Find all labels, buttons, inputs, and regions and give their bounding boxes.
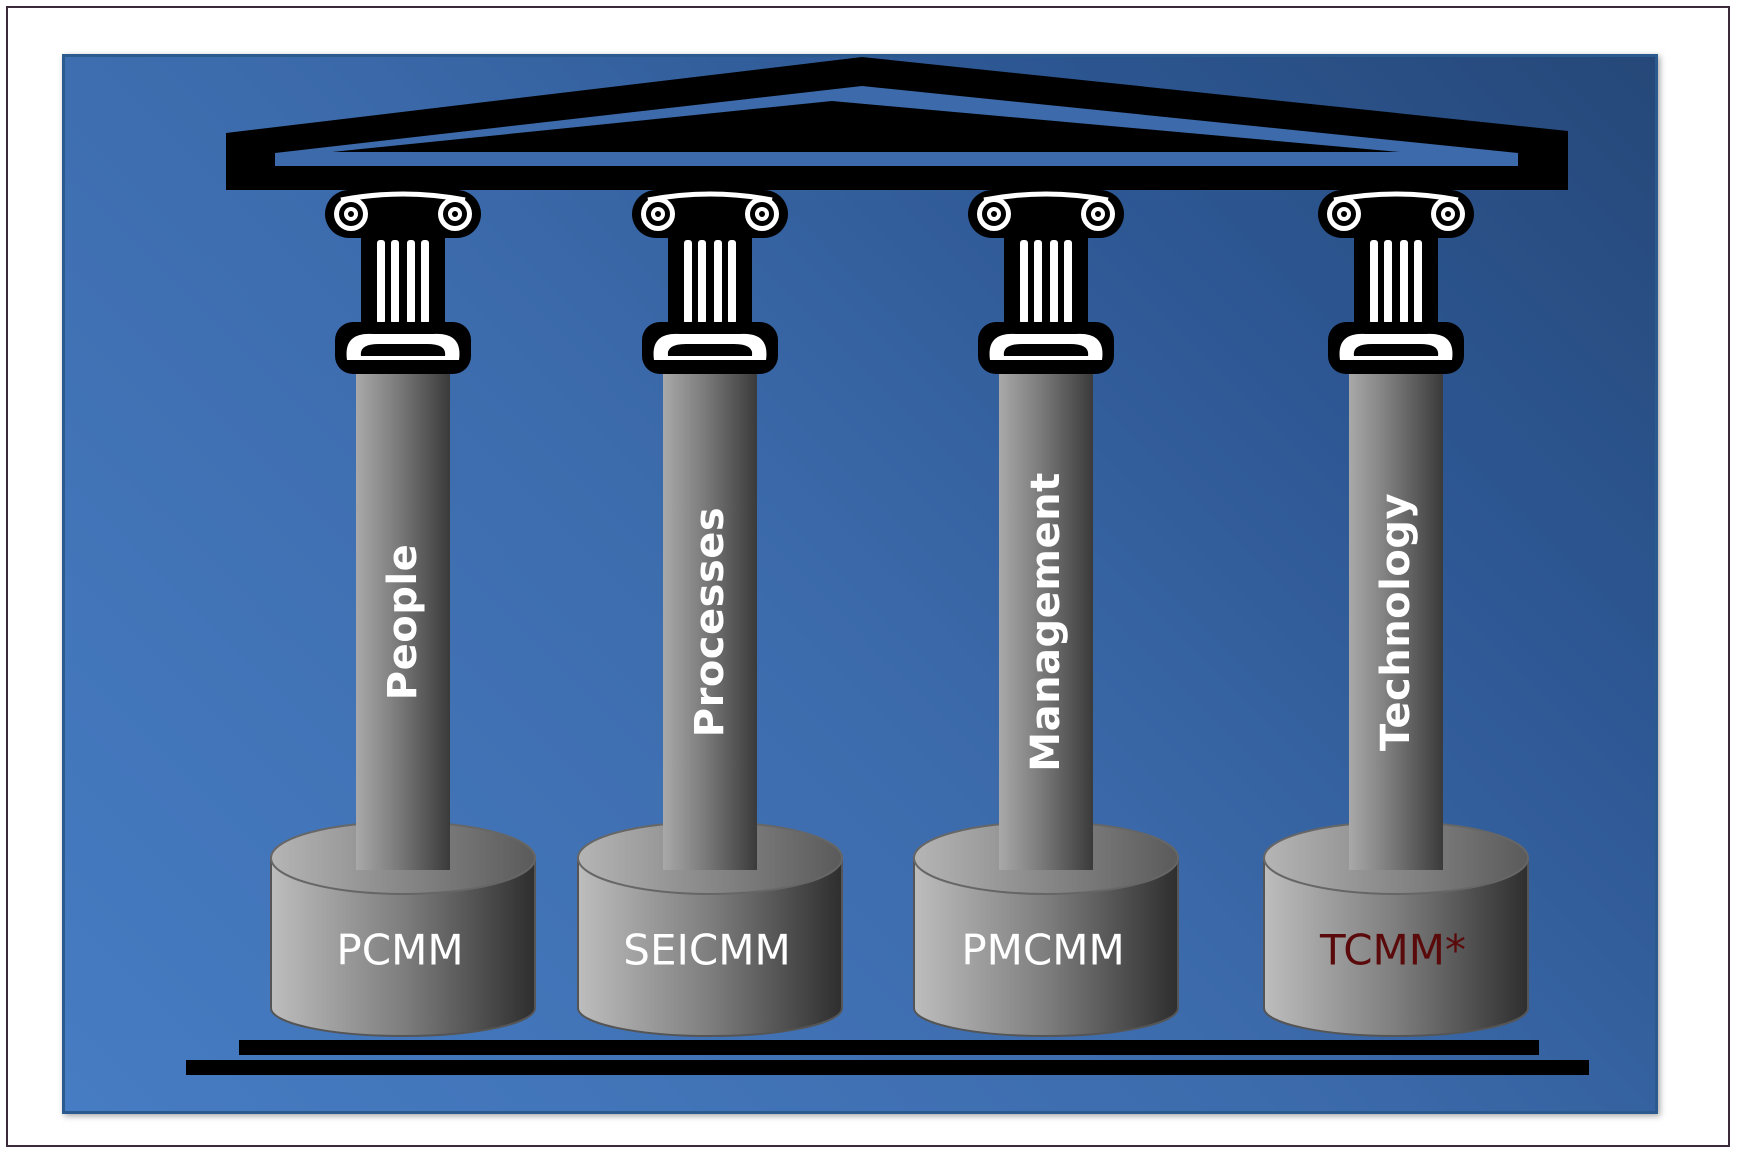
pillar-shaft bbox=[1349, 372, 1443, 870]
pillar-management bbox=[913, 190, 1179, 1037]
base-label-pcmm: PCMM bbox=[336, 925, 464, 975]
pillar-label-people: People bbox=[380, 543, 426, 701]
ionic-capital-icon bbox=[325, 190, 481, 374]
pillar-shaft bbox=[663, 372, 757, 870]
base-label-pmcmm: PMCMM bbox=[961, 925, 1125, 975]
floor-step-lower bbox=[186, 1060, 1589, 1075]
ionic-capital-icon bbox=[1318, 190, 1474, 374]
pillar-label-management: Management bbox=[1023, 472, 1069, 772]
floor-step-upper bbox=[239, 1040, 1539, 1055]
pillar-label-processes: Processes bbox=[687, 506, 733, 738]
pillar-shaft bbox=[999, 372, 1093, 870]
pillar-label-technology: Technology bbox=[1373, 492, 1419, 752]
pillar-base-drum bbox=[270, 821, 536, 1037]
pillar-processes bbox=[577, 190, 843, 1037]
pillar-people bbox=[270, 190, 536, 1037]
roof bbox=[226, 57, 1568, 190]
ionic-capital-icon bbox=[968, 190, 1124, 374]
base-label-seicmm: SEICMM bbox=[623, 925, 791, 975]
ionic-capital-icon bbox=[632, 190, 788, 374]
pillar-shaft bbox=[356, 372, 450, 870]
base-label-tcmm: TCMM* bbox=[1320, 925, 1466, 975]
pillar-technology bbox=[1263, 190, 1529, 1037]
